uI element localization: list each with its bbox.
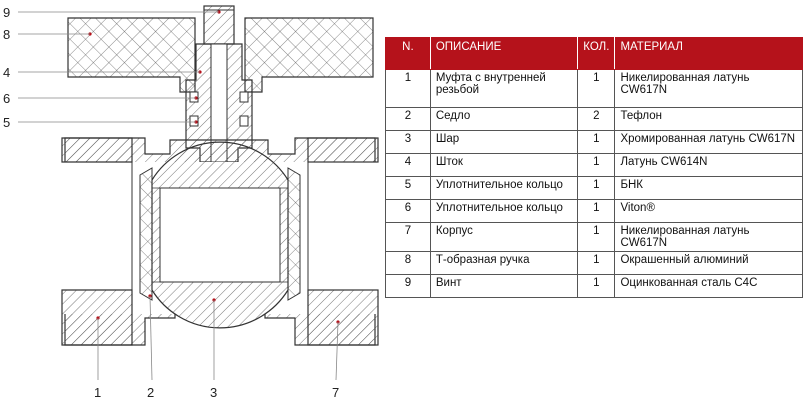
header-quantity: КОЛ. (577, 37, 616, 70)
table-row: 9 Винт 1 Оцинкованная сталь С4С (385, 274, 803, 298)
cell-number: 3 (385, 130, 431, 154)
cell-number: 8 (385, 251, 431, 275)
leader-lines (18, 11, 339, 381)
header-description: ОПИСАНИЕ (429, 37, 579, 70)
table-row: 3 Шар 1 Хромированная латунь CW617N (385, 130, 803, 154)
cell-material: Никелированная латунь CW617N (614, 69, 803, 108)
table-row: 2 Седло 2 Тефлон (385, 107, 803, 131)
header-number: N. (385, 37, 431, 70)
cell-description: Винт (429, 274, 579, 298)
callout-3: 3 (210, 385, 217, 400)
cell-material: Тефлон (614, 107, 803, 131)
callout-5: 5 (3, 115, 10, 130)
table-row: 6 Уплотнительное кольцо 1 Viton® (385, 199, 803, 223)
table-row: 5 Уплотнительное кольцо 1 БНК (385, 176, 803, 200)
cell-material: Хромированная латунь CW617N (614, 130, 803, 154)
cell-number: 4 (385, 153, 431, 177)
cell-number: 2 (385, 107, 431, 131)
cell-material: Никелированная латунь CW617N (614, 222, 803, 252)
cell-quantity: 1 (577, 251, 616, 275)
cell-number: 5 (385, 176, 431, 200)
parts-table: N. ОПИСАНИЕ КОЛ. МАТЕРИАЛ 1 Муфта с внут… (385, 37, 803, 298)
seat-right-part (287, 167, 301, 301)
o-ring-lower-right (239, 115, 249, 127)
callout-1: 1 (94, 385, 101, 400)
cell-quantity: 1 (577, 130, 616, 154)
callout-6: 6 (3, 91, 10, 106)
o-ring-lower-left (189, 115, 199, 127)
cell-material: БНК (614, 176, 803, 200)
table-row: 8 Т-образная ручка 1 Окрашенный алюминий (385, 251, 803, 275)
cell-material: Окрашенный алюминий (614, 251, 803, 275)
cell-material: Оцинкованная сталь С4С (614, 274, 803, 298)
cell-material: Viton® (614, 199, 803, 223)
callout-8: 8 (3, 27, 10, 42)
cell-quantity: 1 (577, 199, 616, 223)
table-row: 7 Корпус 1 Никелированная латунь CW617N (385, 222, 803, 252)
ball-valve-section-drawing: 9 8 4 6 5 1 2 3 7 (3, 5, 379, 400)
cell-number: 7 (385, 222, 431, 252)
table-header-row: N. ОПИСАНИЕ КОЛ. МАТЕРИАЛ (385, 37, 803, 70)
cell-number: 1 (385, 69, 431, 108)
cell-number: 9 (385, 274, 431, 298)
callout-2: 2 (147, 385, 154, 400)
cell-description: Т-образная ручка (429, 251, 579, 275)
cell-description: Уплотнительное кольцо (429, 199, 579, 223)
cell-description: Муфта с внутренней резьбой (429, 69, 579, 108)
table-row: 4 Шток 1 Латунь CW614N (385, 153, 803, 177)
cell-quantity: 1 (577, 274, 616, 298)
callout-7: 7 (332, 385, 339, 400)
o-ring-upper-left (189, 91, 199, 103)
callout-9: 9 (3, 5, 10, 20)
o-ring-upper-right (239, 91, 249, 103)
cell-description: Седло (429, 107, 579, 131)
cell-description: Корпус (429, 222, 579, 252)
cell-description: Шток (429, 153, 579, 177)
header-material: МАТЕРИАЛ (614, 37, 803, 70)
callout-4: 4 (3, 65, 10, 80)
cell-quantity: 1 (577, 176, 616, 200)
cell-quantity: 1 (577, 222, 616, 252)
cell-material: Латунь CW614N (614, 153, 803, 177)
cell-description: Уплотнительное кольцо (429, 176, 579, 200)
table-row: 1 Муфта с внутренней резьбой 1 Никелиров… (385, 69, 803, 108)
cell-number: 6 (385, 199, 431, 223)
cell-quantity: 1 (577, 153, 616, 177)
cell-quantity: 2 (577, 107, 616, 131)
seat-left-part (139, 167, 153, 301)
cell-description: Шар (429, 130, 579, 154)
cell-quantity: 1 (577, 69, 616, 108)
